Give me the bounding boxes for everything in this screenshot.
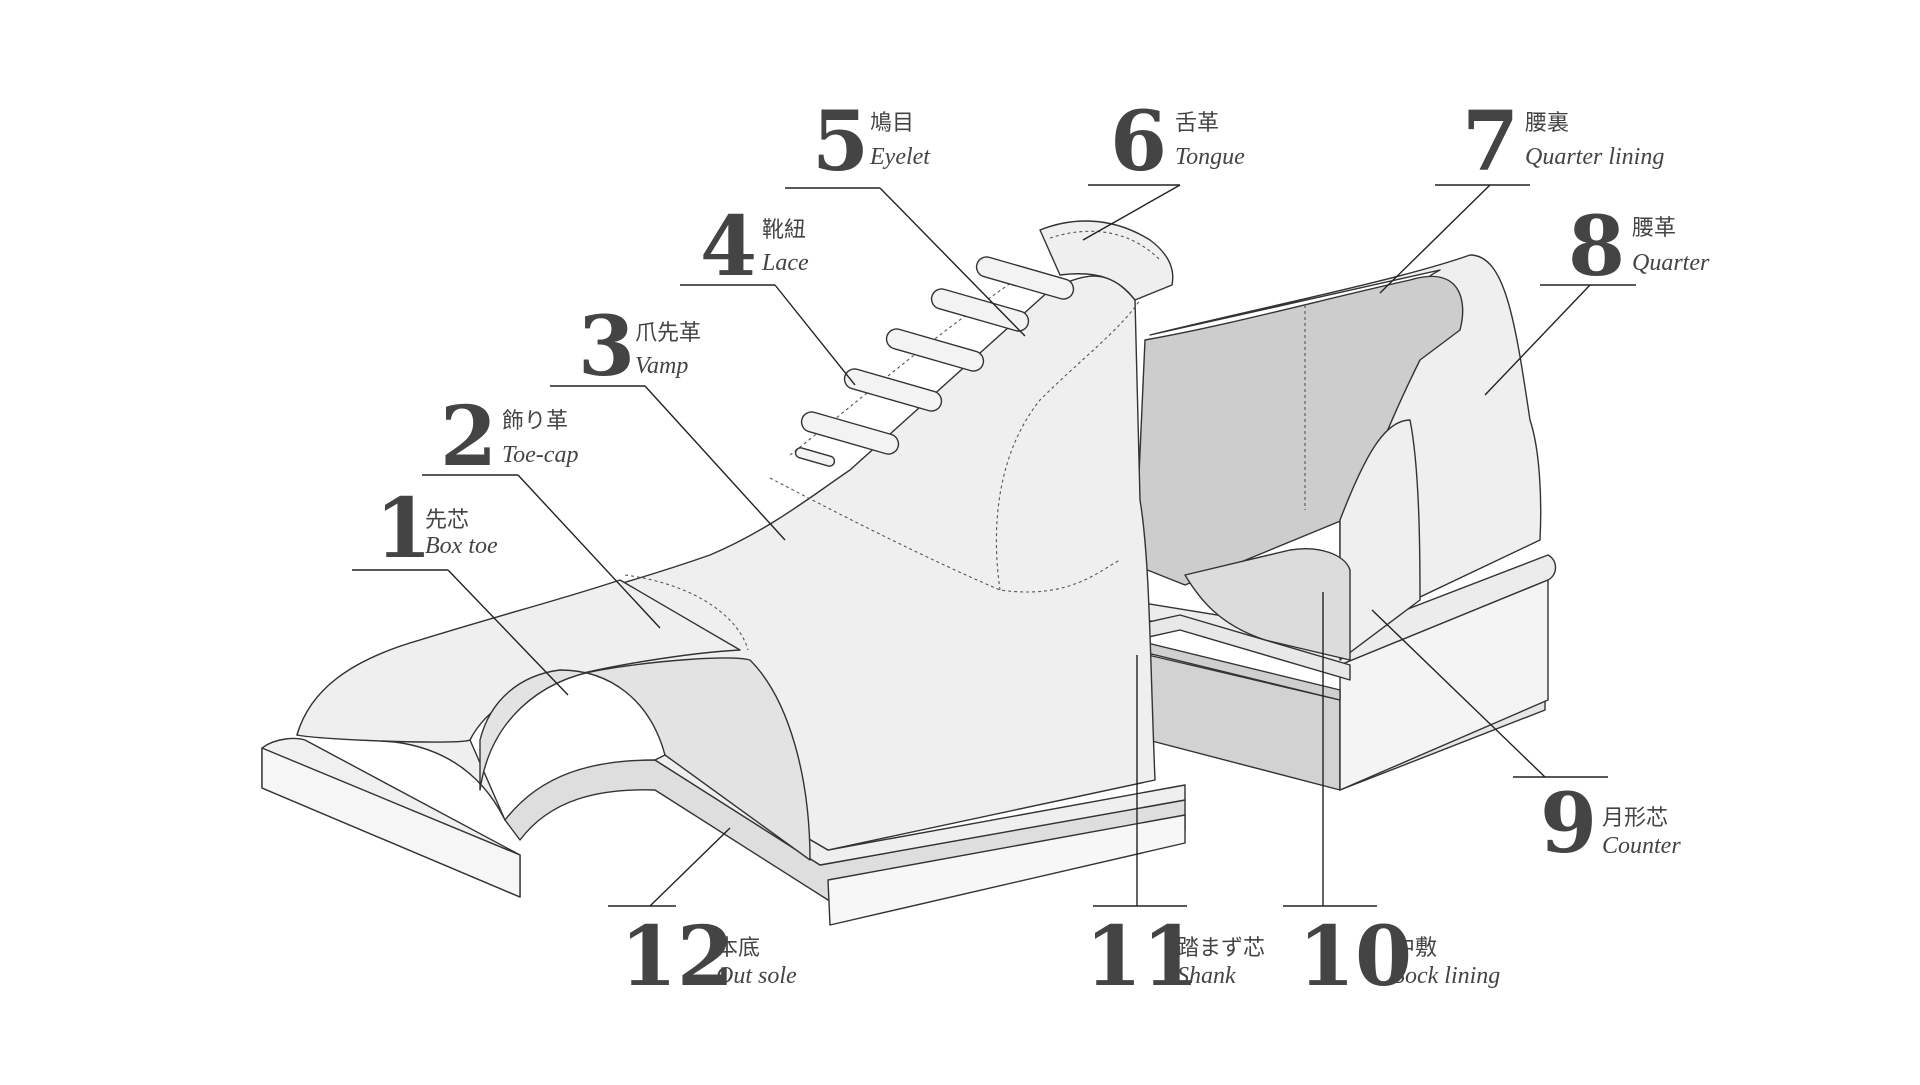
part-en: Tongue — [1175, 144, 1245, 170]
label-vamp: 3 爪先革 Vamp — [578, 299, 701, 395]
toe-cap — [296, 579, 741, 743]
leader-1 — [447, 569, 569, 696]
leader-5 — [879, 187, 1026, 337]
label-counter: 9 月形芯 Counter — [1540, 776, 1681, 872]
part-jp: 月形芯 — [1602, 806, 1668, 831]
label-quarter-lining: 7 腰裏 Quarter lining — [1462, 94, 1664, 190]
lace-5 — [800, 411, 900, 455]
vamp-stitch — [769, 477, 1121, 593]
label-box-toe: 1 先芯 Box toe — [375, 481, 498, 577]
part-number: 10 — [1298, 909, 1412, 1005]
rear-sole-front-edge — [1339, 579, 1549, 791]
part-jp: 舌革 — [1175, 111, 1219, 136]
part-en: Eyelet — [869, 144, 931, 170]
lace-end — [794, 447, 836, 467]
leader-3 — [644, 385, 786, 541]
label-quarter: 8 腰革 Quarter — [1568, 199, 1710, 295]
part-number: 3 — [578, 299, 635, 395]
shoe-illustration — [261, 220, 1557, 926]
part-jp: 先芯 — [425, 508, 469, 533]
part-en: Out sole — [716, 963, 797, 989]
laces — [794, 256, 1075, 467]
part-number: 8 — [1568, 199, 1625, 295]
part-labels: 1 先芯 Box toe 2 飾り革 Toe-cap 3 爪先革 Vamp 4 … — [375, 94, 1710, 1005]
part-jp: 爪先革 — [635, 321, 701, 346]
part-en: Quarter lining — [1525, 144, 1664, 170]
part-en: Counter — [1602, 833, 1681, 859]
part-jp: 鳩目 — [870, 111, 914, 136]
part-en: Quarter — [1632, 250, 1710, 276]
part-en: Toe-cap — [502, 442, 578, 468]
lace-1 — [975, 256, 1075, 300]
part-en: Shank — [1177, 963, 1236, 989]
front-outsole-edge — [261, 747, 521, 898]
lace-4 — [843, 368, 943, 412]
part-en: Box toe — [425, 533, 498, 559]
part-number: 6 — [1110, 94, 1167, 190]
outsole-side — [827, 814, 1186, 926]
part-number: 11 — [1085, 909, 1199, 1005]
tongue-stitch — [1049, 230, 1161, 261]
part-en: Vamp — [635, 353, 688, 379]
callout-leaders — [352, 184, 1636, 907]
leader-2 — [517, 474, 661, 629]
label-eyelet: 5 鳩目 Eyelet — [812, 94, 931, 190]
lace-2 — [930, 288, 1030, 332]
part-jp: 靴紐 — [762, 218, 806, 243]
part-number: 7 — [1462, 94, 1519, 190]
part-jp: 中敷 — [1393, 936, 1437, 961]
part-number: 1 — [375, 481, 432, 577]
sock-lining — [1184, 548, 1351, 661]
part-jp: 踏まず芯 — [1177, 936, 1265, 961]
quarter-stitch — [995, 299, 1141, 591]
leader-9 — [1371, 609, 1546, 778]
leader-4 — [774, 284, 856, 386]
tongue — [1039, 220, 1174, 301]
part-number: 12 — [620, 909, 734, 1005]
part-jp: 本底 — [716, 936, 760, 961]
part-number: 9 — [1540, 776, 1597, 872]
leader-7 — [1379, 184, 1491, 294]
lace-3 — [885, 328, 985, 372]
counter-piece — [1339, 419, 1421, 661]
leader-8 — [1484, 284, 1591, 396]
leader-6 — [1082, 184, 1181, 241]
part-en: Sock lining — [1393, 963, 1500, 989]
label-out-sole: 12 本底 Out sole — [620, 909, 797, 1005]
part-jp: 飾り革 — [502, 409, 568, 434]
label-shank: 11 踏まず芯 Shank — [1085, 909, 1265, 1005]
label-sock-lining: 10 中敷 Sock lining — [1298, 909, 1500, 1005]
box-toe — [479, 657, 811, 861]
part-en: Lace — [761, 250, 809, 276]
part-number: 2 — [440, 389, 497, 485]
eyestay-stitch — [789, 269, 1031, 456]
leader-12 — [649, 827, 731, 907]
part-number: 5 — [812, 94, 869, 190]
part-number: 4 — [700, 199, 757, 295]
toe-cap-stitch — [624, 574, 749, 651]
part-jp: 腰裏 — [1525, 111, 1569, 136]
label-tongue: 6 舌革 Tongue — [1110, 94, 1245, 190]
label-toe-cap: 2 飾り革 Toe-cap — [440, 389, 578, 485]
label-lace: 4 靴紐 Lace — [700, 199, 809, 295]
part-jp: 腰革 — [1632, 216, 1676, 241]
